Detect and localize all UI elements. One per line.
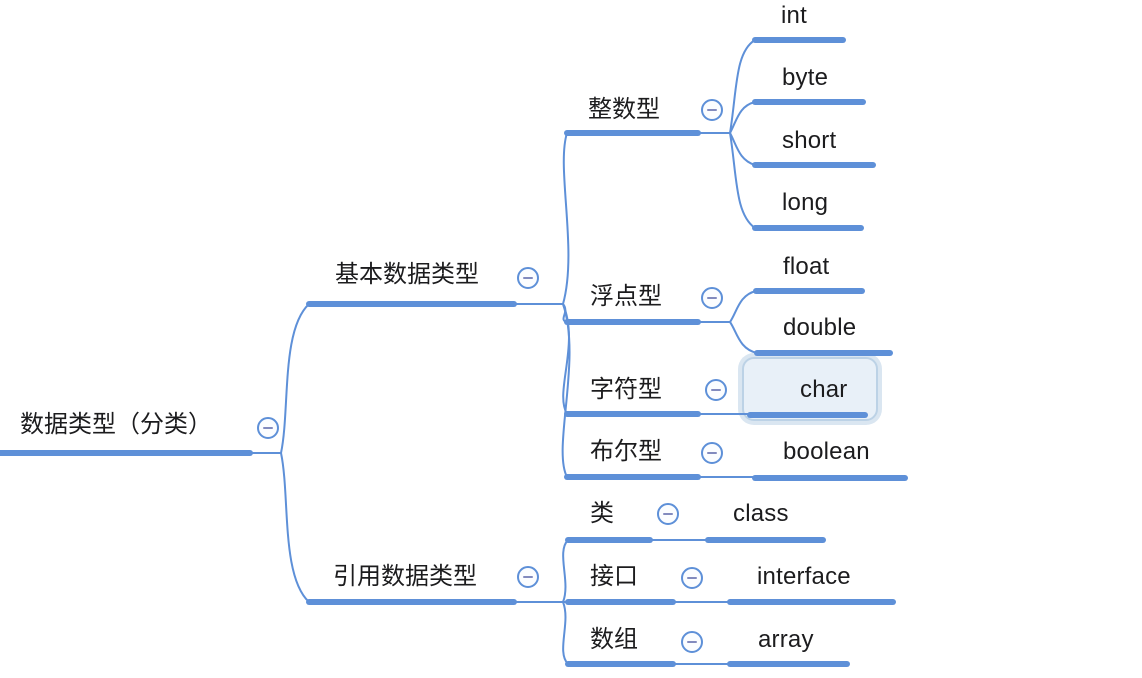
minus-icon: [663, 512, 673, 516]
minus-icon: [711, 388, 721, 392]
node-double[interactable]: double: [783, 314, 857, 341]
minus-icon: [707, 296, 717, 300]
curve-integer-short: [729, 132, 756, 166]
collapse-button-floating[interactable]: [701, 287, 723, 309]
node-float[interactable]: float: [783, 253, 830, 280]
minus-icon: [687, 576, 697, 580]
node-boolean[interactable]: boolean: [783, 438, 870, 465]
curve-integer-long: [729, 132, 756, 229]
node-byte[interactable]: byte: [782, 64, 829, 91]
collapse-button-boolean[interactable]: [701, 442, 723, 464]
node-char[interactable]: char: [800, 376, 848, 403]
minus-icon: [523, 276, 533, 280]
node-interface[interactable]: interface: [757, 563, 851, 590]
node-integer[interactable]: 整数型: [588, 96, 660, 123]
collapse-button-interface[interactable]: [681, 567, 703, 589]
collapse-button-integer[interactable]: [701, 99, 723, 121]
node-class-cn[interactable]: 类: [590, 500, 614, 527]
collapse-button-basic[interactable]: [517, 267, 539, 289]
curve-basic-integer: [562, 132, 570, 305]
curve-floating-float: [729, 290, 757, 323]
node-reference[interactable]: 引用数据类型: [333, 563, 477, 590]
collapse-button-reference[interactable]: [517, 566, 539, 588]
curve-reference-class: [562, 539, 569, 603]
curve-integer-int: [729, 39, 756, 134]
node-interface-cn[interactable]: 接口: [590, 563, 638, 590]
collapse-button-class[interactable]: [657, 503, 679, 525]
node-underlines: [0, 37, 908, 667]
node-short[interactable]: short: [782, 127, 837, 154]
minus-icon: [523, 575, 533, 579]
curve-root-basic: [280, 303, 310, 454]
node-long[interactable]: long: [782, 189, 829, 216]
collapse-button-root[interactable]: [257, 417, 279, 439]
node-array-cn[interactable]: 数组: [590, 626, 638, 653]
minus-icon: [263, 426, 273, 430]
node-int[interactable]: int: [781, 2, 807, 29]
node-array[interactable]: array: [758, 626, 814, 653]
node-basic[interactable]: 基本数据类型: [335, 261, 479, 288]
node-floating[interactable]: 浮点型: [590, 283, 662, 310]
minus-icon: [687, 640, 697, 644]
collapse-button-array[interactable]: [681, 631, 703, 653]
node-root[interactable]: 数据类型（分类）: [20, 411, 212, 438]
curve-basic-boolean: [561, 303, 571, 478]
collapse-button-character[interactable]: [705, 379, 727, 401]
node-character[interactable]: 字符型: [590, 376, 662, 403]
minus-icon: [707, 108, 717, 112]
node-class[interactable]: class: [733, 500, 789, 527]
selection-highlight-char: [742, 357, 878, 421]
curve-floating-double: [729, 321, 758, 354]
node-boolean-cn[interactable]: 布尔型: [590, 438, 662, 465]
minus-icon: [707, 451, 717, 455]
curve-root-reference: [280, 452, 310, 603]
branch-connectors: [250, 39, 758, 665]
curve-reference-array: [562, 601, 569, 665]
curve-integer-byte: [729, 101, 756, 134]
